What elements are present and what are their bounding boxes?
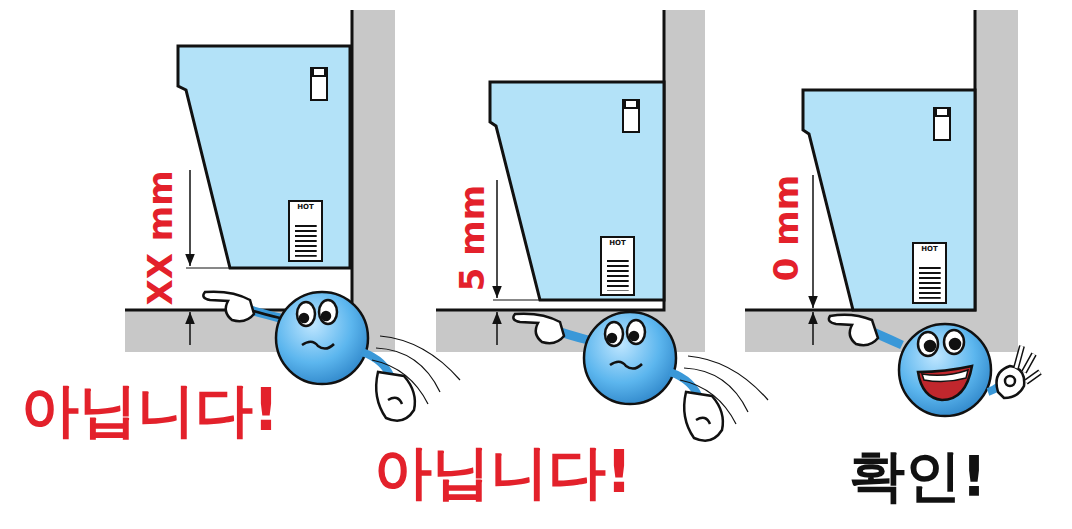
verdict-ok: 확인! [849,448,987,504]
mascot-worried [513,312,768,441]
panel-3 [745,10,1018,352]
warning-text: HOT [602,238,633,248]
panel-1 [125,10,395,352]
mascot-happy [829,315,1040,416]
hot-sticker: HOT [912,242,947,304]
warning-text: HOT [290,202,321,212]
dimension-label: 5 mm [455,185,489,291]
dimension-label: XX mm [143,170,177,305]
verdict-no: 아닙니다! [374,443,632,501]
dimension-label: 0 mm [769,175,803,281]
heater [178,46,350,268]
hot-sticker: HOT [600,236,635,296]
warning-text: HOT [914,244,945,254]
hot-sticker: HOT [288,200,323,262]
panel-2 [436,10,705,352]
verdict-no: 아닙니다! [21,381,279,439]
wall [352,10,395,352]
